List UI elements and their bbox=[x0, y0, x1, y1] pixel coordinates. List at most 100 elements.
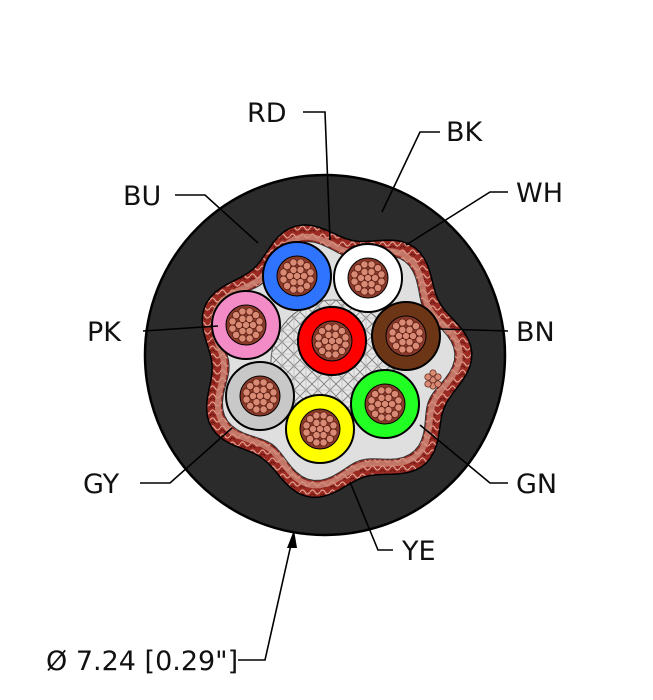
strand bbox=[388, 328, 397, 337]
strand bbox=[319, 411, 328, 420]
strand bbox=[255, 317, 264, 326]
strand bbox=[354, 264, 363, 273]
strand bbox=[405, 338, 414, 347]
strand bbox=[392, 322, 401, 331]
strand bbox=[251, 330, 260, 339]
strand bbox=[314, 340, 323, 349]
strand bbox=[367, 280, 376, 289]
strand bbox=[306, 415, 315, 424]
strand bbox=[398, 325, 407, 334]
conductor-pk bbox=[211, 290, 281, 360]
leader-bn bbox=[439, 328, 509, 332]
strand bbox=[415, 328, 424, 337]
conductor-bn bbox=[371, 301, 441, 371]
leader-pk bbox=[142, 325, 219, 332]
strand bbox=[367, 287, 376, 296]
strand bbox=[318, 346, 327, 355]
strand bbox=[411, 341, 420, 350]
strand bbox=[252, 378, 261, 387]
conductor-rd bbox=[297, 306, 367, 376]
drain-strand bbox=[424, 373, 432, 381]
drain-strand bbox=[434, 373, 442, 381]
strand bbox=[265, 401, 274, 410]
strand bbox=[321, 337, 329, 345]
strand bbox=[388, 400, 396, 408]
conductor-gy bbox=[225, 361, 295, 431]
leader-rd bbox=[303, 111, 331, 241]
leader-wh bbox=[405, 191, 508, 246]
strand bbox=[312, 411, 321, 420]
strand bbox=[242, 395, 251, 404]
leader-bu bbox=[175, 194, 259, 244]
strand bbox=[300, 272, 308, 280]
strand bbox=[373, 283, 382, 292]
strand bbox=[249, 321, 257, 329]
strand bbox=[371, 409, 380, 418]
strand bbox=[314, 333, 323, 342]
conductor-group bbox=[211, 241, 441, 464]
strand bbox=[331, 323, 340, 332]
label-pk: PK bbox=[87, 317, 122, 348]
strand bbox=[377, 270, 386, 279]
strand bbox=[296, 258, 305, 267]
strand bbox=[409, 332, 417, 340]
strand bbox=[309, 425, 317, 433]
strand bbox=[367, 260, 376, 269]
strand bbox=[390, 409, 399, 418]
strand bbox=[283, 262, 292, 271]
dimension-leader bbox=[238, 539, 293, 661]
label-wh: WH bbox=[516, 178, 563, 209]
strand bbox=[331, 330, 340, 339]
label-ye: YE bbox=[401, 536, 436, 567]
strand bbox=[238, 307, 247, 316]
label-gy: GY bbox=[83, 469, 120, 500]
strand bbox=[390, 390, 399, 399]
strand bbox=[324, 330, 333, 339]
strand bbox=[251, 311, 260, 320]
strand bbox=[398, 318, 407, 327]
strand bbox=[337, 327, 346, 336]
strand bbox=[289, 265, 298, 274]
leader-gy bbox=[140, 427, 233, 484]
strand bbox=[367, 403, 376, 412]
label-bu: BU bbox=[123, 181, 161, 212]
strand bbox=[259, 405, 268, 414]
strand bbox=[296, 265, 305, 274]
strand bbox=[319, 418, 328, 427]
conductor-ye bbox=[285, 394, 355, 464]
strand bbox=[325, 415, 334, 424]
strand bbox=[384, 406, 393, 415]
strand bbox=[325, 434, 334, 443]
strand bbox=[245, 307, 254, 316]
strand bbox=[388, 335, 397, 344]
strand bbox=[252, 405, 261, 414]
leader-gn bbox=[419, 424, 508, 484]
strand bbox=[302, 421, 311, 430]
strand bbox=[235, 321, 243, 329]
drain-wire bbox=[424, 369, 442, 390]
drain-strand bbox=[429, 369, 437, 377]
strand bbox=[392, 341, 401, 350]
strand bbox=[312, 418, 321, 427]
strand bbox=[302, 281, 311, 290]
strand bbox=[405, 318, 414, 327]
strand bbox=[384, 413, 393, 422]
label-rd: RD bbox=[247, 98, 287, 129]
strand bbox=[296, 278, 305, 287]
strand bbox=[350, 270, 359, 279]
strand bbox=[331, 343, 340, 352]
label-gn: GN bbox=[516, 469, 557, 500]
strand bbox=[319, 431, 328, 440]
strand bbox=[357, 274, 365, 282]
strand bbox=[306, 434, 315, 443]
strand bbox=[302, 428, 311, 437]
strand bbox=[377, 386, 386, 395]
strand bbox=[411, 322, 420, 331]
strand bbox=[360, 287, 369, 296]
strand bbox=[384, 393, 393, 402]
strand bbox=[371, 274, 379, 282]
dimension-arrowhead bbox=[287, 530, 297, 548]
strand bbox=[245, 334, 254, 343]
